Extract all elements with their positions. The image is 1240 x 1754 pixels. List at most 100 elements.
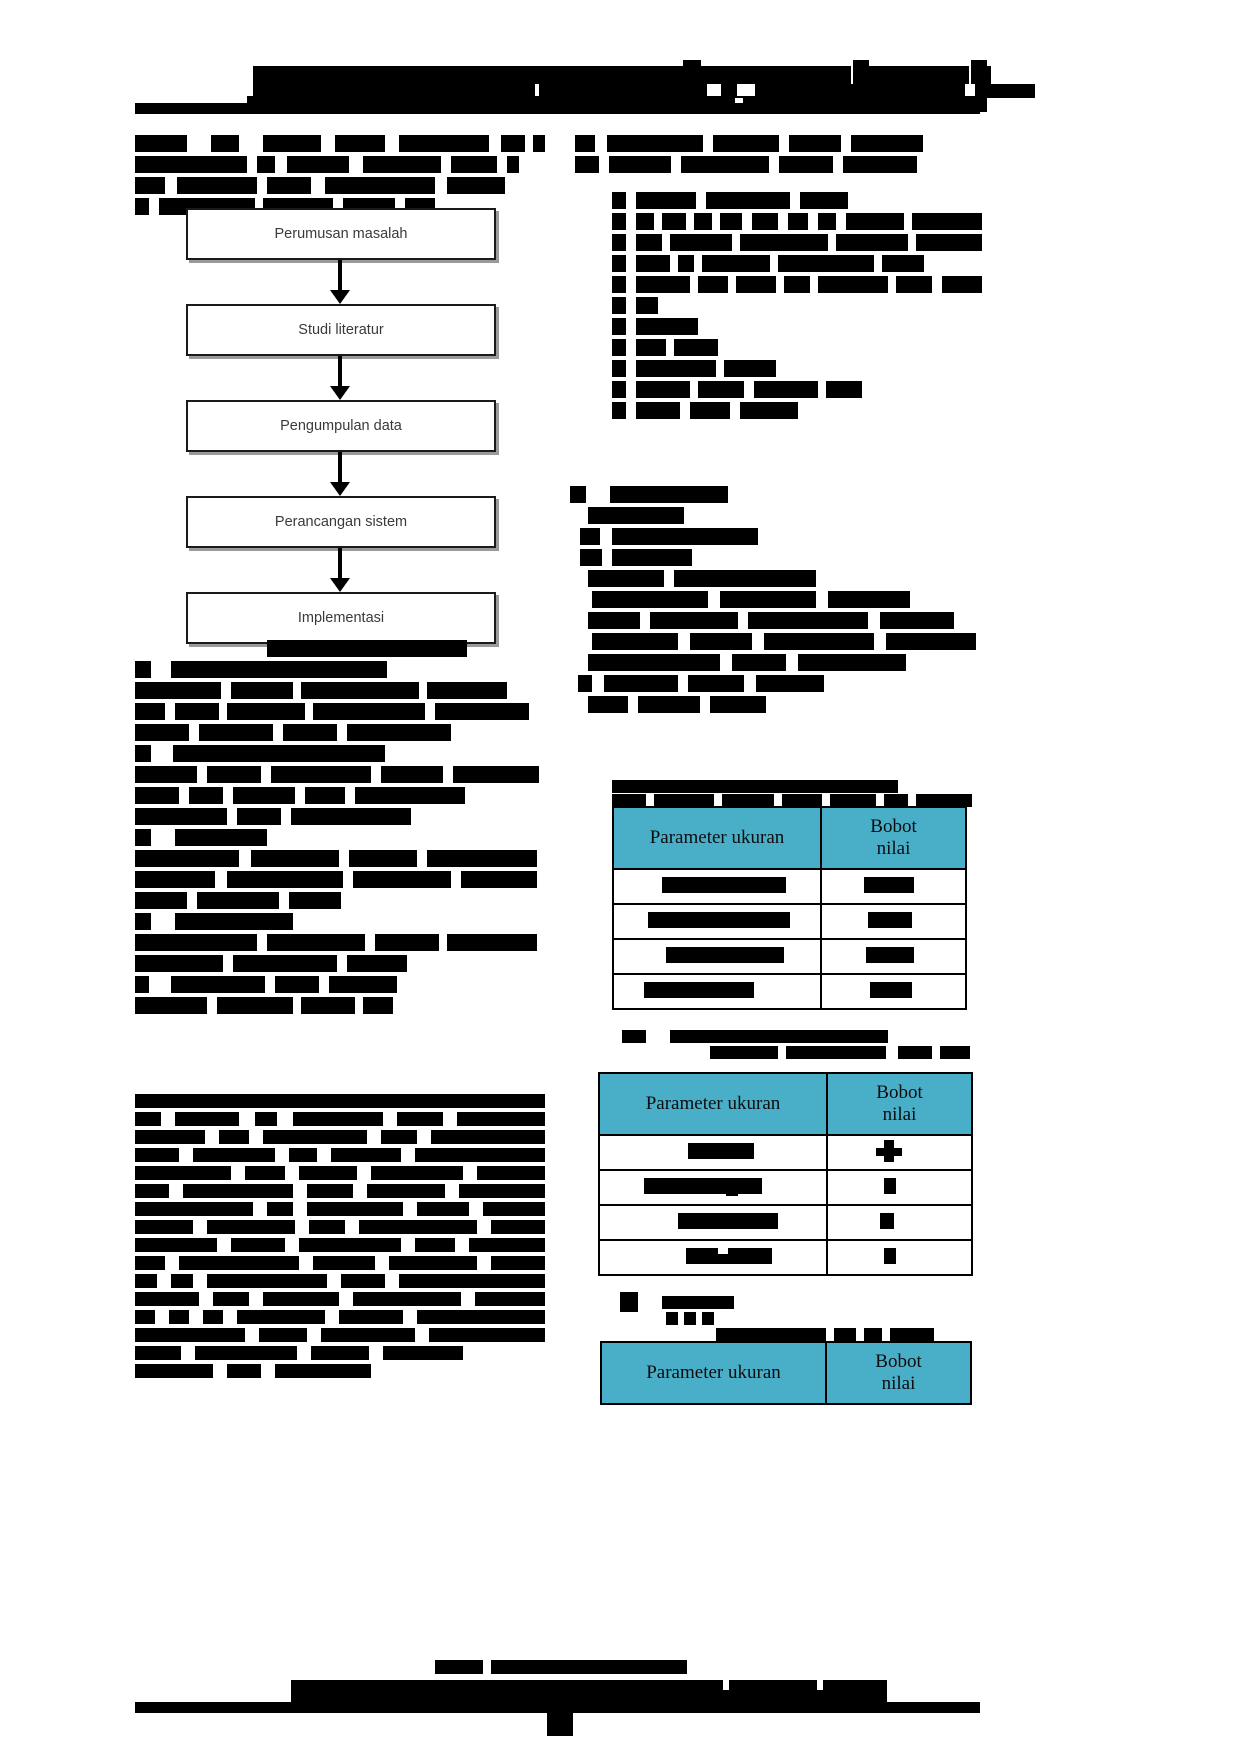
list-item-redacted (135, 913, 547, 930)
table-header-row: Parameter ukuran Bobot nilai (600, 1341, 972, 1405)
flow-step-label: Implementasi (297, 610, 385, 626)
header-bobot-line2: nilai (876, 838, 911, 859)
flow-step-label: Perumusan masalah (274, 226, 408, 242)
flow-step-label: Pengumpulan data (280, 418, 402, 434)
cell-parameter (612, 973, 822, 1010)
flow-arrow-3 (186, 452, 492, 496)
body-text-redacted (135, 955, 547, 972)
body-text-redacted (135, 682, 547, 699)
body-text-redacted (570, 549, 990, 566)
body-text-redacted (612, 318, 992, 335)
body-text-redacted (612, 402, 992, 419)
cell-bobot (826, 1169, 973, 1206)
flow-step-2: Studi literatur (186, 304, 496, 356)
table-header-row: Parameter ukuran Bobot nilai (598, 1072, 973, 1136)
dense-redacted-block (135, 1094, 545, 1384)
tabel-parameter-1: Parameter ukuran Bobot nilai (612, 806, 967, 1010)
table-row (612, 973, 967, 1010)
header-bobot-line2: nilai (881, 1373, 916, 1394)
body-text-redacted (612, 255, 992, 272)
body-text-redacted (612, 276, 992, 293)
header-parameter-ukuran: Parameter ukuran (612, 806, 822, 870)
body-text-redacted (570, 507, 990, 524)
cell-bobot (820, 973, 967, 1010)
list-item-redacted (135, 745, 547, 762)
body-text-redacted (612, 234, 992, 251)
header-bobot-line1: Bobot (876, 1082, 923, 1104)
body-text-redacted (135, 808, 547, 825)
right-column (575, 135, 985, 177)
cell-bobot (826, 1204, 973, 1241)
header-bobot-line1: Bobot (870, 816, 917, 838)
body-text-redacted (612, 297, 992, 314)
left-column (135, 135, 545, 219)
subsection-heading-redacted (570, 528, 990, 545)
table-row (598, 1134, 973, 1171)
body-text-redacted (575, 156, 985, 173)
cell-parameter (612, 903, 822, 940)
body-text-redacted (570, 696, 990, 713)
header-bobot-line2: nilai (882, 1104, 917, 1125)
body-text-redacted (612, 381, 992, 398)
figure-caption-redacted (135, 640, 547, 657)
cell-parameter (612, 868, 822, 905)
body-text-redacted (135, 934, 547, 951)
body-text-redacted (135, 703, 547, 720)
header-bobot-nilai: Bobot nilai (825, 1341, 972, 1405)
body-text-redacted (575, 135, 985, 152)
header-parameter-ukuran: Parameter ukuran (598, 1072, 828, 1136)
body-text-redacted (570, 654, 990, 671)
table-row (612, 938, 967, 975)
table-row (598, 1204, 973, 1241)
flow-arrow-4 (186, 548, 492, 592)
header-bobot-nilai: Bobot nilai (820, 806, 967, 870)
body-text-redacted (612, 213, 992, 230)
header-bobot-nilai: Bobot nilai (826, 1072, 973, 1136)
body-text-redacted (135, 850, 547, 867)
flow-step-4: Perancangan sistem (186, 496, 496, 548)
list-item-redacted (135, 829, 547, 846)
footer-rule (135, 1702, 980, 1713)
table-row (598, 1239, 973, 1276)
header-rule (135, 103, 980, 114)
flow-step-5: Implementasi (186, 592, 496, 644)
right-column-body (612, 192, 992, 423)
table-row (612, 868, 967, 905)
body-text-redacted (570, 570, 990, 587)
body-text-redacted (135, 787, 547, 804)
list-item-redacted (135, 976, 547, 993)
section-heading-redacted (570, 486, 990, 503)
body-text-redacted (135, 871, 547, 888)
cell-parameter (598, 1239, 828, 1276)
body-text-redacted (570, 612, 990, 629)
cell-bobot (820, 903, 967, 940)
footer-redacted (135, 1660, 983, 1740)
header-bobot-line1: Bobot (875, 1351, 922, 1373)
cell-parameter (598, 1169, 828, 1206)
cell-bobot (820, 868, 967, 905)
cell-bobot (826, 1239, 973, 1276)
tabel-parameter-3: Parameter ukuran Bobot nilai (600, 1341, 972, 1405)
flow-step-label: Studi literatur (298, 322, 384, 338)
table-header-row: Parameter ukuran Bobot nilai (612, 806, 967, 870)
tabel-parameter-2: Parameter ukuran Bobot nilai (598, 1072, 973, 1276)
body-text-redacted (135, 724, 547, 741)
body-text-redacted (135, 766, 547, 783)
body-text-redacted (135, 892, 547, 909)
body-text-redacted (135, 177, 545, 194)
flow-step-1: Perumusan masalah (186, 208, 496, 260)
body-text-redacted (570, 633, 990, 650)
flow-arrow-1 (186, 260, 492, 304)
flow-step-label: Perancangan sistem (274, 514, 408, 530)
body-text-redacted (135, 135, 545, 152)
flow-arrow-2 (186, 356, 492, 400)
research-method-flowchart: Perumusan masalah Studi literatur Pengum… (186, 208, 496, 644)
cell-parameter (598, 1204, 828, 1241)
body-text-redacted (612, 360, 992, 377)
cell-parameter (598, 1134, 828, 1171)
body-text-redacted (135, 156, 545, 173)
body-text-redacted (570, 675, 990, 692)
cell-parameter (612, 938, 822, 975)
body-text-redacted (135, 661, 547, 678)
